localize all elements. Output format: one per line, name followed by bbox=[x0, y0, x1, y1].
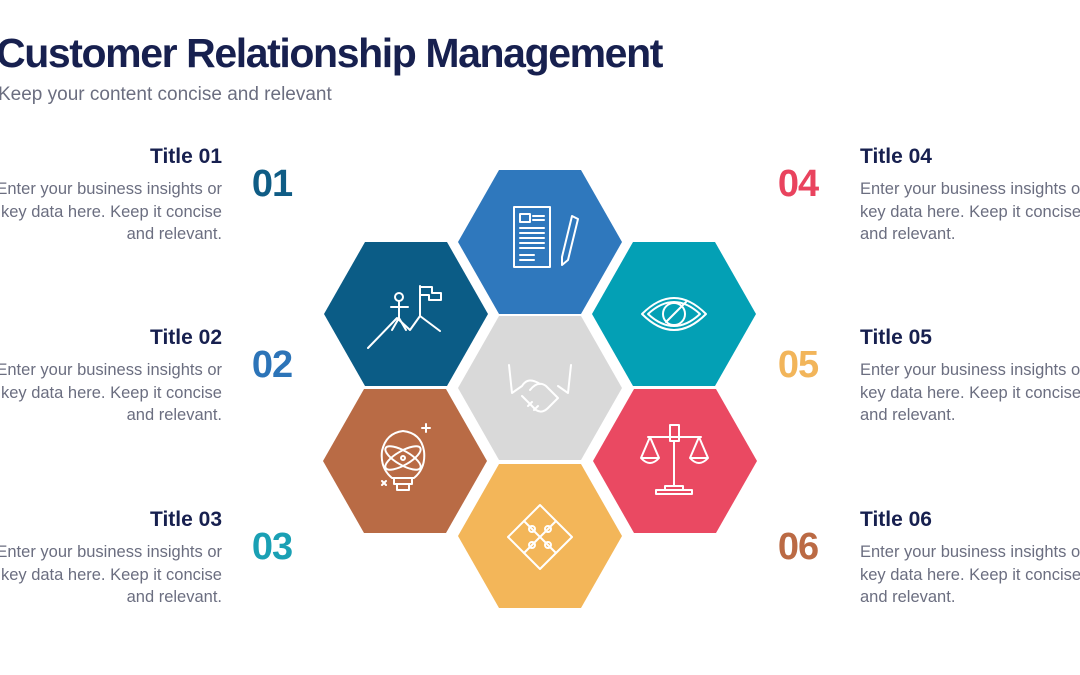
item-description: Enter your business insights or key data… bbox=[0, 543, 222, 607]
hexagon-upper-left bbox=[324, 242, 488, 386]
hexagon-bottom bbox=[458, 464, 622, 608]
hexagon-lower-left bbox=[323, 389, 487, 533]
hexagon-top bbox=[458, 170, 622, 314]
justice-scale-icon bbox=[640, 424, 709, 495]
item-01: Title 01 Enter your business insights or… bbox=[0, 144, 222, 246]
item-description: Enter your business insights or key data… bbox=[860, 361, 1080, 425]
item-number-01: 01 bbox=[251, 163, 293, 205]
page-subtitle: Keep your content concise and relevant bbox=[0, 84, 332, 105]
item-title: Title 02 bbox=[150, 326, 222, 349]
idea-bulb-icon bbox=[380, 423, 431, 491]
handshake-icon bbox=[508, 364, 572, 413]
item-number-06: 06 bbox=[777, 526, 819, 568]
item-description: Enter your business insights or key data… bbox=[0, 361, 222, 425]
hexagon-center bbox=[458, 316, 622, 460]
item-title: Title 06 bbox=[860, 508, 932, 531]
hexagon-upper-right bbox=[592, 242, 756, 386]
item-03: Title 03 Enter your business insights or… bbox=[0, 507, 222, 609]
item-number-05: 05 bbox=[777, 344, 819, 386]
item-description: Enter your business insights or key data… bbox=[0, 180, 222, 244]
item-05: Title 05 Enter your business insights or… bbox=[860, 325, 1080, 427]
item-02: Title 02 Enter your business insights or… bbox=[0, 325, 222, 427]
page-title: Customer Relationship Management bbox=[0, 30, 663, 76]
item-04: Title 04 Enter your business insights or… bbox=[860, 144, 1080, 246]
item-title: Title 05 bbox=[860, 326, 932, 349]
item-number-04: 04 bbox=[777, 163, 819, 205]
item-description: Enter your business insights or key data… bbox=[860, 543, 1080, 607]
item-description: Enter your business insights or key data… bbox=[860, 180, 1080, 244]
item-number-02: 02 bbox=[251, 344, 293, 386]
puzzle-icon bbox=[507, 504, 573, 570]
mountain-flag-icon bbox=[367, 285, 442, 349]
item-title: Title 01 bbox=[150, 145, 222, 168]
item-title: Title 04 bbox=[860, 145, 932, 168]
item-title: Title 03 bbox=[150, 508, 222, 531]
document-pen-icon bbox=[513, 206, 579, 268]
hexagon-lower-right bbox=[593, 389, 757, 533]
item-06: Title 06 Enter your business insights or… bbox=[860, 507, 1080, 609]
vision-eye-icon bbox=[641, 297, 707, 331]
item-number-03: 03 bbox=[251, 526, 293, 568]
